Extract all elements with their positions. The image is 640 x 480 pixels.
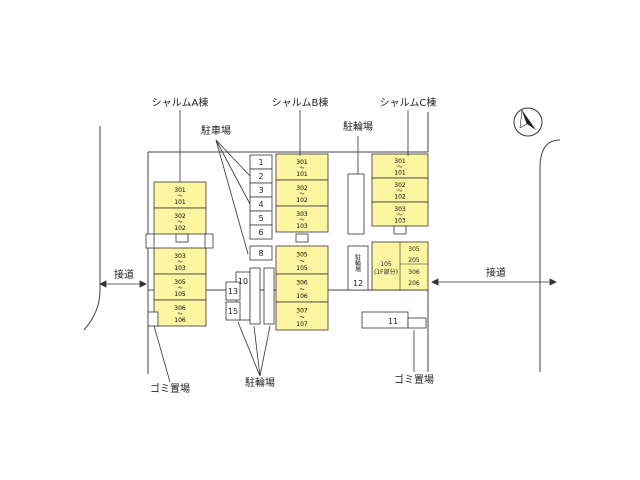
parking-area [147,154,427,329]
space-11: 11 [388,317,398,326]
unit-label-bottom: 102 [174,225,186,232]
unit-label-bottom: 102 [296,197,308,204]
stair-a-right [204,233,214,249]
space-1: 1 [258,158,263,167]
unit-label-top: 306 [296,280,308,287]
unit-A-2 [153,207,207,235]
unit-label-range: 〜 [397,164,402,170]
bicycle-vertical-label: 駐輪場 [354,253,361,273]
unit-label-top: 306 [174,305,186,312]
parking-label: 駐車場 [201,124,231,137]
entry-c [393,225,407,235]
unit-A-3 [153,247,207,275]
unit-label-top: 301 [394,158,406,165]
garbage-left-label: ゴミ置場 [150,382,190,395]
unit-label-range: 〜 [299,259,304,265]
space-8: 8 [258,249,263,258]
bicycle-bottom-label: 駐輪場 [245,376,275,389]
road-left [83,126,101,331]
building-b: 301〜101302〜102303〜103305〜105306〜106307〜1… [275,153,329,331]
unit-label-top: 303 [296,211,308,218]
road-right-label: 接道 [486,266,506,279]
unit-306-top: 306 [408,269,420,276]
unit-A-5 [153,299,207,327]
unit-C-2 [371,177,429,203]
unit-label-range: 〜 [177,312,182,318]
unit-label-bottom: 101 [394,169,406,176]
space-6: 6 [258,228,263,237]
unit-label-range: 〜 [177,194,182,200]
unit-label-range: 〜 [177,220,182,226]
unit-label-top: 302 [174,213,186,220]
unit-label-range: 〜 [397,188,402,194]
unit-A-4 [153,273,207,301]
building-c-title: シャルムC棟 [380,96,437,109]
unit-label-top: 303 [174,253,186,260]
unit-label-range: 〜 [299,315,304,321]
unit-label-range: 〜 [177,260,182,266]
unit-label-bottom: 101 [174,199,186,206]
unit-label-bottom: 103 [174,265,186,272]
unit-105: 105 [380,261,392,268]
entry-b [295,233,309,243]
unit-label-range: 〜 [177,286,182,292]
entry-a [175,233,189,243]
unit-C-1 [371,153,429,179]
unit-label-bottom: 105 [174,291,186,298]
unit-label-bottom: 103 [296,223,308,230]
unit-label-bottom: 102 [394,193,406,200]
road-left-label: 接道 [114,268,134,281]
unit-label-top: 301 [296,159,308,166]
unit-label-top: 301 [174,187,186,194]
space-5: 5 [258,214,263,223]
space-4: 4 [258,200,263,209]
unit-label-top: 307 [296,308,308,315]
unit-label-range: 〜 [299,287,304,293]
unit-B-1 [275,153,329,181]
north-arrow-icon [513,107,543,137]
building-a-title: シャルムA棟 [152,96,209,109]
unit-305-top: 305 [408,246,420,253]
unit-label-range: 〜 [397,212,402,218]
unit-label-top: 305 [296,252,308,259]
space-13: 13 [228,287,238,296]
unit-label-top: 302 [296,185,308,192]
unit-label-bottom: 106 [296,293,308,300]
unit-label-range: 〜 [299,192,304,198]
unit-C-3 [371,201,429,227]
unit-B-3 [275,205,329,233]
unit-306-bottom: 206 [408,280,420,287]
space-15: 15 [228,307,238,316]
unit-label-range: 〜 [299,166,304,172]
unit-label-bottom: 103 [394,217,406,224]
unit-105-note: (1F部分) [374,268,398,276]
unit-label-bottom: 106 [174,317,186,324]
building-b-title: シャルムB棟 [272,96,329,109]
unit-305-bottom: 205 [408,257,420,264]
space-3: 3 [258,186,263,195]
unit-label-bottom: 107 [296,321,308,328]
unit-A-1 [153,181,207,209]
space-10: 10 [238,277,248,286]
unit-B-6 [275,301,329,331]
unit-label-range: 〜 [299,218,304,224]
garbage-right-label: ゴミ置場 [394,373,434,386]
bicycle-top-label: 駐輪場 [343,120,373,133]
unit-B-4 [275,245,329,275]
unit-label-top: 303 [394,206,406,213]
stair-a-left [145,233,155,249]
space-2: 2 [258,172,263,181]
unit-B-5 [275,273,329,303]
unit-B-2 [275,179,329,207]
unit-label-top: 302 [394,182,406,189]
unit-label-bottom: 105 [296,265,308,272]
road-right [539,139,561,372]
space-12: 12 [353,279,363,288]
unit-label-top: 305 [174,279,186,286]
unit-label-bottom: 101 [296,171,308,178]
